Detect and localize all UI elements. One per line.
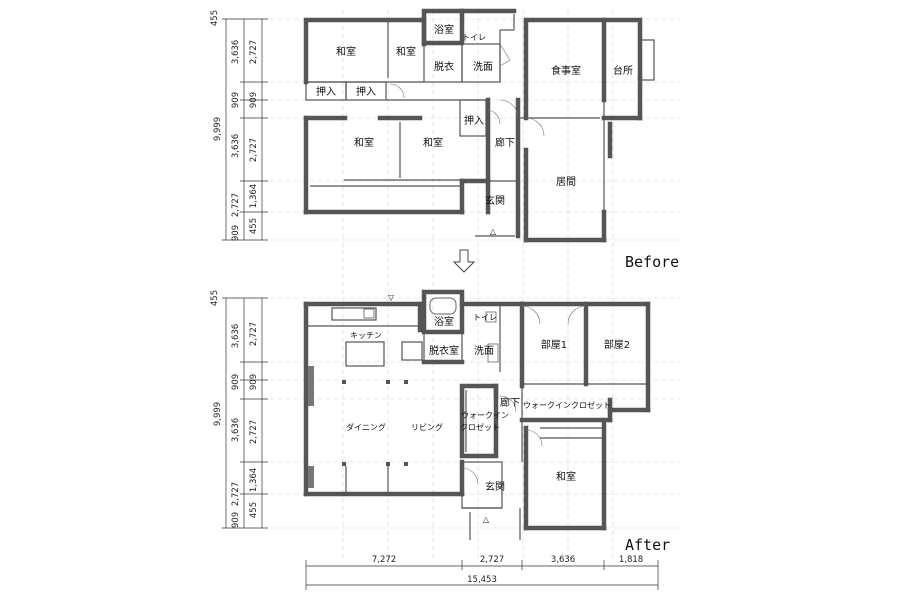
- before-room-washitsu-4: 和室: [423, 136, 443, 149]
- entrance-marker: △: [490, 227, 497, 236]
- before-room-toilet: トイレ: [462, 33, 486, 42]
- before-room-closet-3: 押入: [464, 114, 484, 127]
- after-room-walkin-label-2: クロゼット: [460, 422, 500, 432]
- before-dim-3636-a: 3,636: [231, 40, 241, 64]
- after-dim-2727-a: 2,727: [231, 482, 241, 506]
- after-dim-2727-b: 2,727: [249, 322, 259, 346]
- after-dim-909-b: 909: [231, 512, 241, 528]
- after-dim-455-b: 455: [249, 502, 259, 518]
- before-room-washitsu-3: 和室: [354, 136, 374, 149]
- after-dim-3636-b: 3,636: [231, 418, 241, 442]
- before-caption: Before: [625, 253, 679, 271]
- after-room-walkin-label-1: ウォークイン: [461, 411, 509, 420]
- after-room-dressing: 脱衣室: [429, 344, 459, 357]
- after-room-living: リビング: [411, 422, 443, 432]
- after-dim-bottom-7272: 7,272: [372, 555, 396, 565]
- before-room-hall: 廊下: [495, 136, 515, 149]
- after-room-kitchen: キッチン: [350, 331, 382, 340]
- after-dim-bottom-2727: 2,727: [480, 555, 504, 565]
- after-caption: After: [625, 536, 670, 554]
- before-room-closet-2: 押入: [356, 85, 376, 98]
- after-dim-909-c: 909: [249, 374, 259, 390]
- after-room-walkin-closet: ウォークインクロゼット: [523, 400, 611, 410]
- after-room-bath: 浴室: [434, 315, 454, 328]
- before-room-dining: 食事室: [551, 64, 581, 77]
- after-room-room-1: 部屋1: [541, 338, 567, 351]
- before-dimension-lines: [222, 18, 268, 241]
- before-dim-9999: 9,999: [213, 117, 223, 141]
- after-dim-9999: 9,999: [213, 402, 223, 426]
- after-dim-455: 455: [210, 290, 220, 306]
- after-dim-bottom-1818: 1,818: [619, 555, 643, 565]
- after-dim-bottom-3636: 3,636: [551, 555, 575, 565]
- before-room-washitsu-1: 和室: [336, 45, 356, 58]
- after-dim-1364: 1,364: [249, 468, 259, 492]
- after-room-entrance: 玄関: [485, 480, 505, 493]
- before-room-closet-1: 押入: [316, 85, 336, 98]
- before-room-kitchen: 台所: [613, 64, 633, 77]
- before-dim-909-c: 909: [249, 92, 259, 108]
- before-dim-455-b: 455: [249, 218, 259, 234]
- before-dim-1364: 1,364: [249, 184, 259, 208]
- before-room-living: 居間: [556, 176, 576, 188]
- after-plan: ▽: [303, 289, 651, 540]
- before-dim-909-a: 909: [231, 92, 241, 108]
- arrow-down-icon: [452, 249, 476, 273]
- before-room-entrance: 玄関: [485, 194, 505, 207]
- after-room-hall: 廊下: [500, 396, 520, 409]
- after-dim-909-a: 909: [231, 374, 241, 390]
- after-dim-2727-c: 2,727: [249, 420, 259, 444]
- before-room-washroom: 洗面: [473, 61, 493, 73]
- before-room-washitsu-2: 和室: [396, 45, 416, 58]
- before-dim-3636-b: 3,636: [231, 134, 241, 158]
- before-dim-2727-b: 2,727: [249, 40, 259, 64]
- after-room-washitsu: 和室: [556, 470, 576, 483]
- before-dim-2727-c: 2,727: [249, 138, 259, 162]
- before-room-bath: 浴室: [434, 23, 454, 36]
- after-room-room-2: 部屋2: [604, 338, 630, 351]
- after-room-dining: ダイニング: [346, 422, 386, 432]
- before-dim-909-b: 909: [231, 225, 241, 241]
- after-dim-total-width: 15,453: [467, 575, 497, 585]
- after-room-washroom: 洗面: [474, 345, 494, 357]
- before-plan: △: [303, 8, 655, 243]
- before-dim-455: 455: [210, 10, 220, 26]
- before-dim-2727-a: 2,727: [231, 193, 241, 217]
- svg-text:△: △: [483, 515, 490, 524]
- svg-text:▽: ▽: [388, 293, 395, 302]
- after-dimension-lines: [222, 297, 659, 590]
- after-dim-3636-a: 3,636: [231, 324, 241, 348]
- after-room-toilet: トイレ: [473, 313, 497, 322]
- before-room-dressing: 脱衣: [434, 60, 454, 73]
